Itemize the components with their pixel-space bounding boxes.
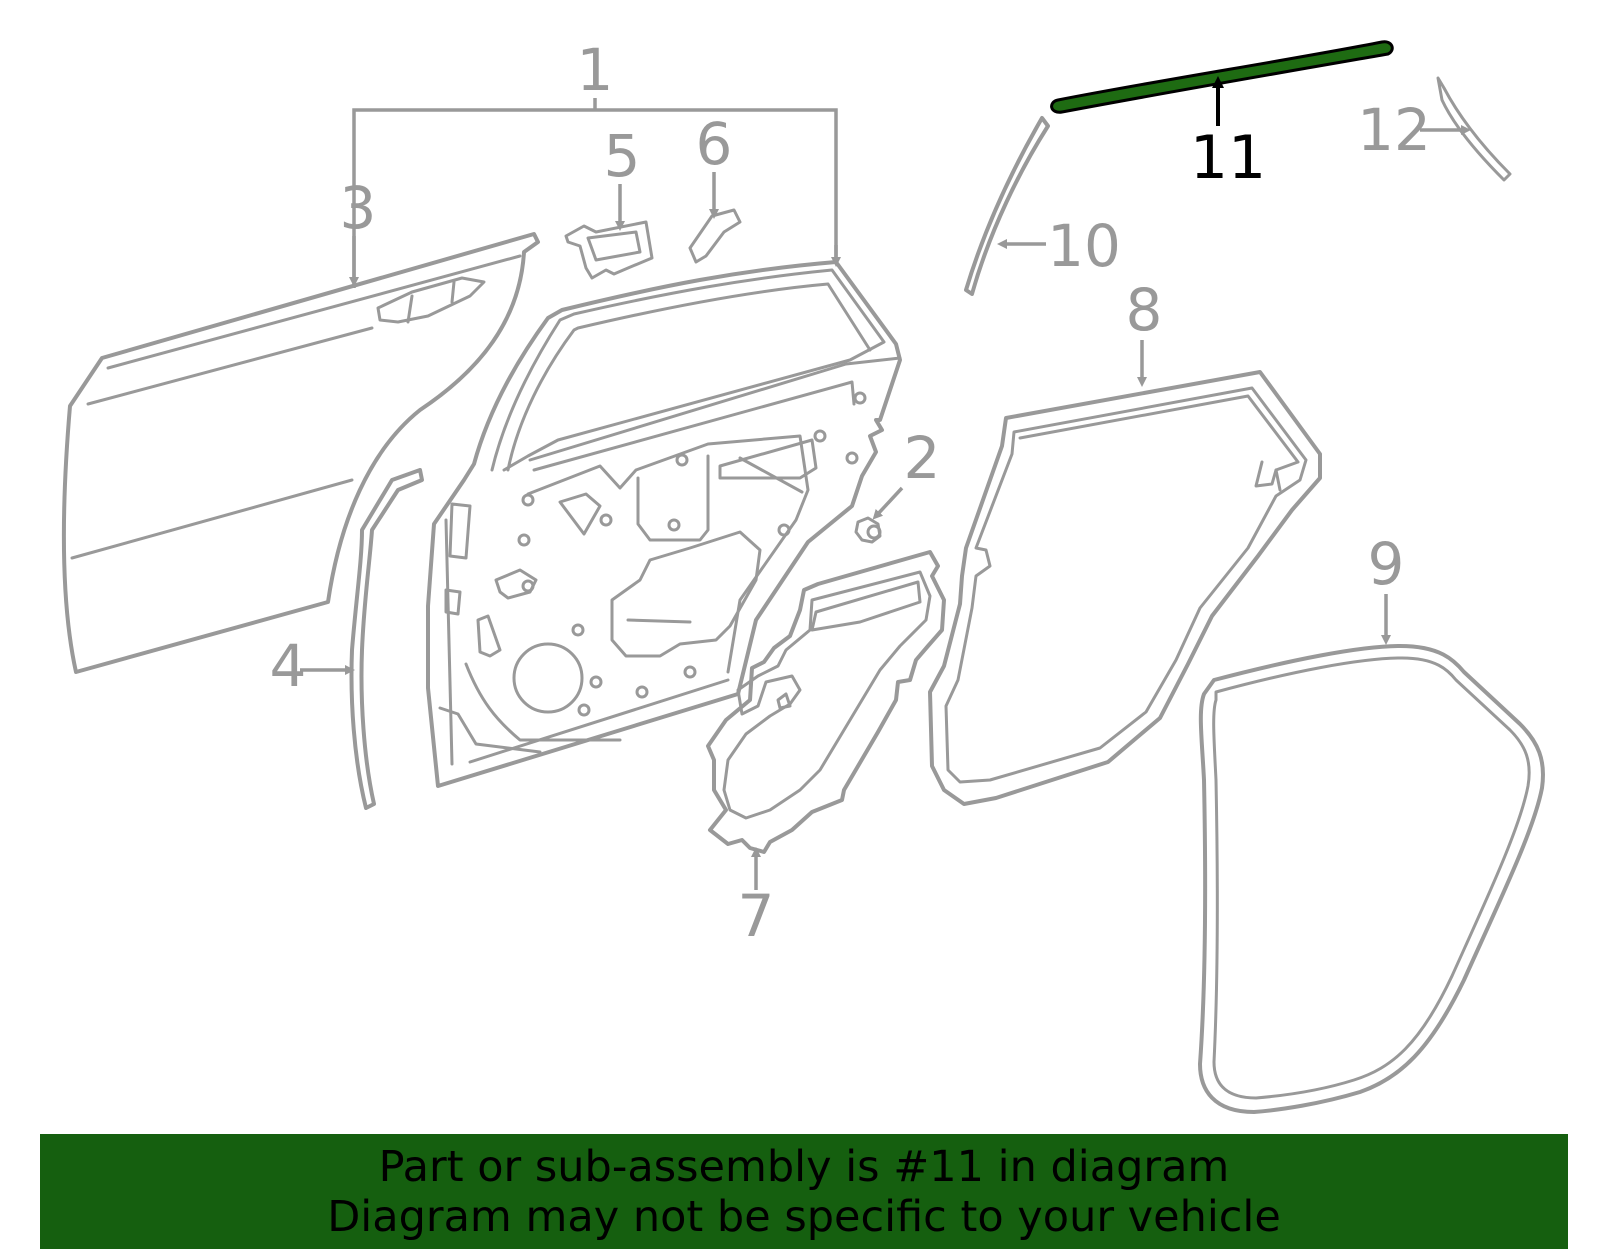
parts-diagram: 1 2 3 4 5 6 7 8 9 10 11 12 [61, 36, 1545, 1114]
banner-line-part-number: Part or sub-assembly is #11 in diagram [378, 1141, 1230, 1192]
callout-1: 1 [577, 36, 614, 104]
callout-6: 6 [696, 110, 733, 178]
part-3-outer-panel [61, 232, 540, 674]
part-12-rear-molding [1420, 76, 1512, 182]
callout-11: 11 [1190, 123, 1266, 193]
callout-4: 4 [270, 632, 307, 700]
part-5-bracket [564, 184, 654, 280]
callout-12: 12 [1357, 96, 1431, 164]
part-8-door-weatherstrip [928, 340, 1322, 806]
part-4-inner-weatherstrip [300, 468, 424, 810]
part-1-door-shell [426, 260, 902, 788]
part-11-shape [1050, 40, 1394, 114]
callout-7: 7 [738, 882, 775, 950]
part-11-upper-molding [1050, 40, 1394, 126]
callout-8: 8 [1126, 276, 1163, 344]
banner-line-disclaimer: Diagram may not be specific to your vehi… [327, 1191, 1281, 1242]
callout-2: 2 [904, 424, 941, 492]
callout-9: 9 [1368, 530, 1405, 598]
info-banner: Part or sub-assembly is #11 in diagram D… [40, 1134, 1568, 1249]
part-10-front-molding [964, 116, 1050, 296]
part-6-clip [688, 172, 742, 264]
callout-5: 5 [604, 122, 641, 190]
part-9-body-weatherstrip [1198, 594, 1545, 1114]
part-7-trim-panel [706, 550, 946, 890]
callout-1-bracket [352, 98, 841, 288]
callout-10: 10 [1047, 212, 1121, 280]
callout-3: 3 [340, 174, 377, 242]
part-2-clip [854, 486, 904, 544]
